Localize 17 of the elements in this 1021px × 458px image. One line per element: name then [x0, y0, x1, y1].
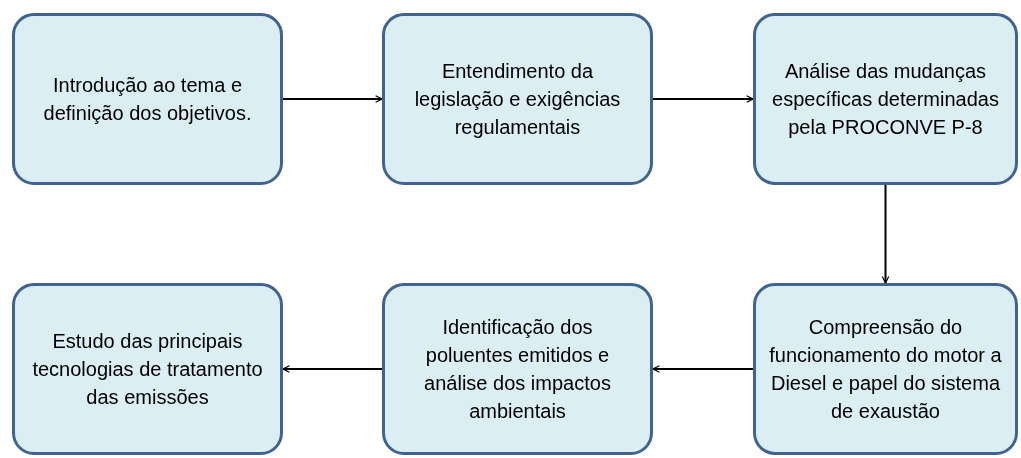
arrow [652, 365, 754, 373]
process-box [753, 283, 1018, 455]
box-text: Compreensão do funcionamento do motor a Diesel e papel do sistema de exaustão [768, 315, 1003, 424]
box-text: Entendimento da legislação e exigências regulamentais [413, 59, 622, 140]
arrow [282, 365, 383, 373]
arrow [282, 95, 383, 103]
process-box [12, 13, 283, 185]
arrow [652, 95, 754, 103]
process-box [753, 13, 1018, 185]
arrow [881, 184, 890, 284]
process-box [382, 13, 653, 185]
process-box [12, 283, 283, 455]
box-text: Identificação dos poluentes emitidos e análise dos impactos ambientais [423, 315, 612, 424]
process-box [382, 283, 653, 455]
box-text: Introdução ao tema e definição dos objetivos. [42, 73, 253, 126]
box-text: Estudo das principais tecnologias de tratamento das emissões [31, 329, 264, 410]
box-text: Análise das mudanças específicas determinadas pela PROCONVE P-8 [771, 59, 1000, 140]
